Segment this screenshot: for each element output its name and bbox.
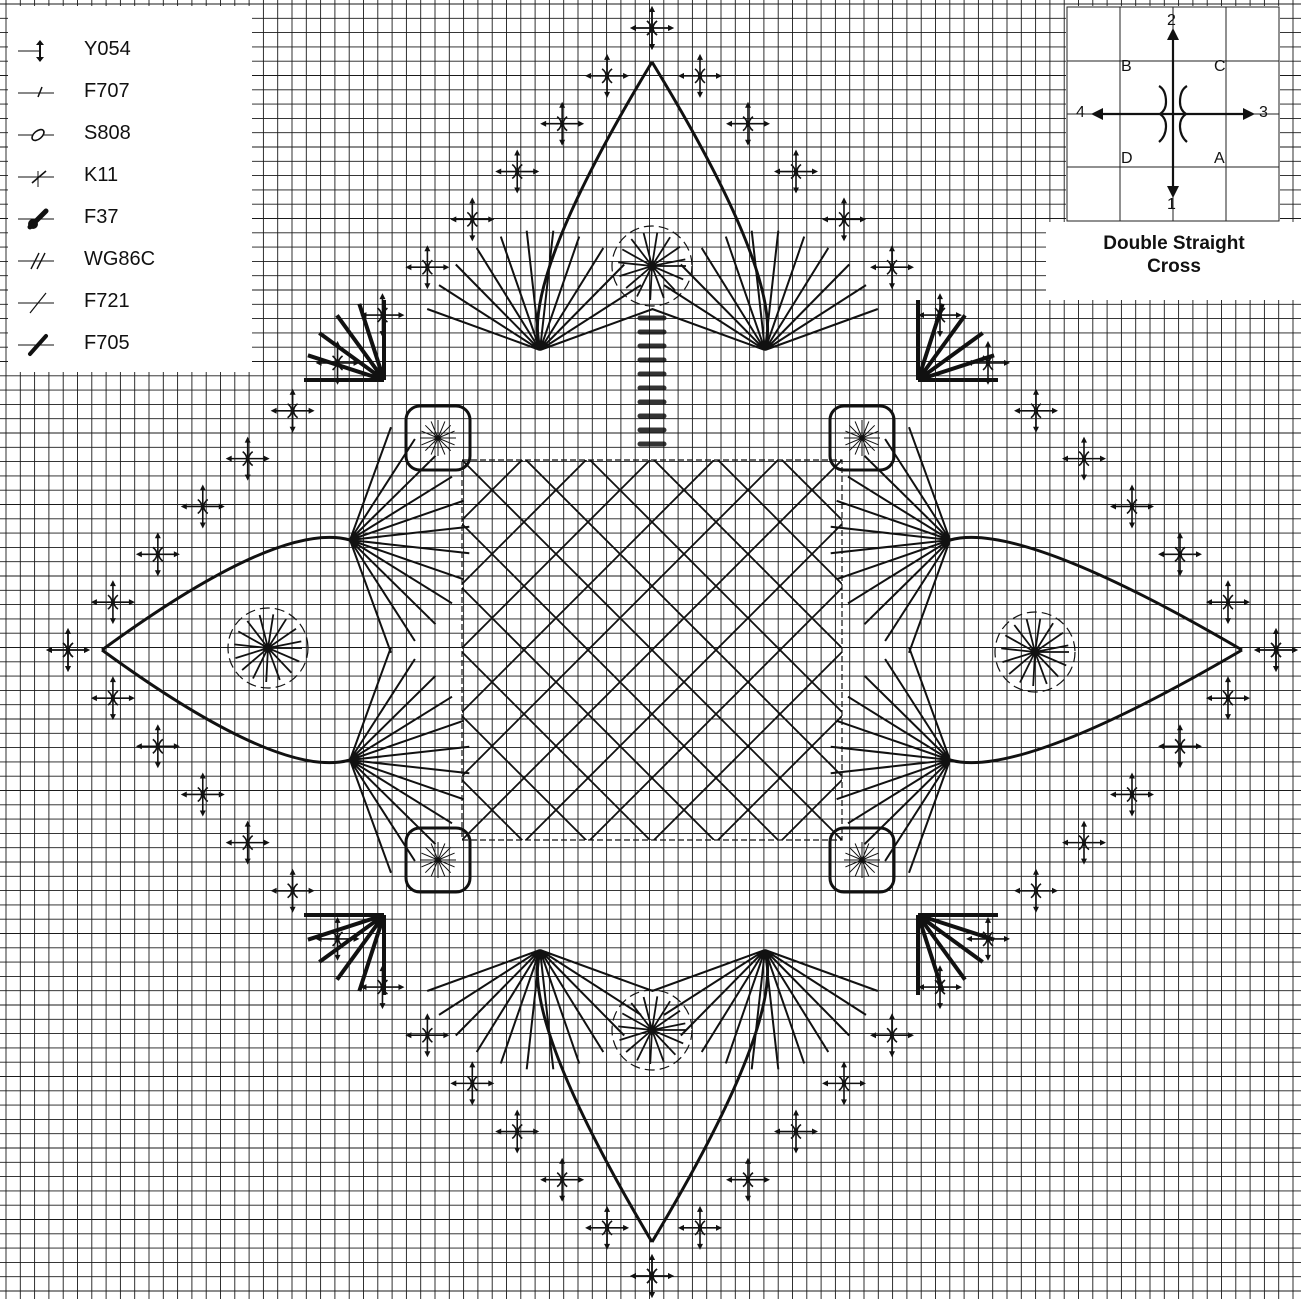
legend-item: Y054 (8, 36, 248, 66)
double-cross-stitch (95, 680, 131, 716)
legend-code: WG86C (84, 248, 155, 271)
double-cross-stitch (589, 58, 625, 94)
double-cross-stitch (1258, 632, 1294, 668)
double-cross-stitch (140, 536, 176, 572)
legend-item: K11 (8, 162, 248, 192)
stitch-number-4: 4 (1076, 104, 1085, 122)
center-star (420, 842, 456, 878)
stitch-letter-d: D (1121, 150, 1133, 168)
legend-item: F721 (8, 288, 248, 318)
legend-code: S808 (84, 122, 131, 145)
double-cross-stitch (454, 1065, 490, 1101)
double-cross-stitch (778, 154, 814, 190)
double-cross-stitch (499, 1114, 535, 1150)
border-bottom-left (46, 628, 674, 1298)
double-cross-stitch (1066, 825, 1102, 861)
double-cross-stitch (185, 776, 221, 812)
fan-heavy (304, 300, 384, 380)
double-cross-stitch (1210, 680, 1246, 716)
double-cross-stitch (275, 393, 311, 429)
legend-code: F721 (84, 290, 130, 313)
legend-item: S808 (8, 120, 248, 150)
double-cross-stitch (409, 249, 445, 285)
legend-item: WG86C (8, 246, 248, 276)
thread-legend: Y054 F707 S808 K11 F37 (8, 6, 252, 372)
fan-stitch (831, 647, 950, 873)
double-cross-stitch (874, 249, 910, 285)
legend-code: F37 (84, 206, 118, 229)
double-cross-stitch (1018, 393, 1054, 429)
stitch-caption: Double Straight Cross (1050, 232, 1298, 284)
legend-code: F707 (84, 80, 130, 103)
double-cross-stitch (778, 1114, 814, 1150)
legend-item: F705 (8, 330, 248, 360)
double-cross-stitch (682, 1210, 718, 1246)
double-cross-stitch (826, 201, 862, 237)
caption-line-1: Double Straight (1050, 232, 1298, 255)
wg86c-symbol-icon (18, 249, 58, 273)
stitch-letter-b: B (1121, 58, 1132, 76)
center-star (844, 420, 880, 456)
legend-code: K11 (84, 164, 118, 187)
double-cross-stitch (826, 1065, 862, 1101)
legend-item: F707 (8, 78, 248, 108)
double-cross-stitch (275, 873, 311, 909)
s808-symbol-icon (18, 123, 58, 147)
double-cross-stitch (454, 201, 490, 237)
double-cross-stitch (1018, 873, 1054, 909)
f705-symbol-icon (18, 333, 58, 357)
stitch-number-3: 3 (1259, 104, 1268, 122)
legend-item: F37 (8, 204, 248, 234)
center-star (844, 842, 880, 878)
fan-stitch (350, 647, 469, 873)
stitch-number-1: 1 (1167, 196, 1176, 214)
stitch-diagram-grid (1066, 6, 1280, 222)
double-cross-stitch (1210, 584, 1246, 620)
double-cross-stitch (682, 58, 718, 94)
legend-code: F705 (84, 332, 130, 355)
caption-line-2: Cross (1050, 255, 1298, 278)
k11-symbol-icon (18, 165, 58, 189)
y054-symbol-icon (18, 39, 58, 63)
center-star (420, 420, 456, 456)
legend-code: Y054 (84, 38, 131, 61)
f37-symbol-icon (18, 207, 58, 231)
double-cross-stitch (634, 10, 670, 46)
stitch-letter-a: A (1214, 150, 1225, 168)
oval-band (640, 318, 664, 444)
double-cross-stitch (50, 632, 86, 668)
stitch-number-2: 2 (1167, 12, 1176, 30)
double-cross-stitch (499, 154, 535, 190)
double-cross-stitch (1066, 441, 1102, 477)
double-cross-stitch (589, 1210, 625, 1246)
double-cross-stitch (95, 584, 131, 620)
double-cross-stitch (1114, 776, 1150, 812)
f721-symbol-icon (18, 291, 58, 315)
f707-symbol-icon (18, 81, 58, 105)
fan-stitch (427, 950, 653, 1069)
stitch-letter-c: C (1214, 58, 1226, 76)
fan-heavy (304, 915, 384, 995)
double-straight-cross-diagram: 2 1 4 3 B C D A (1066, 6, 1280, 222)
double-cross-stitch (634, 1258, 670, 1294)
